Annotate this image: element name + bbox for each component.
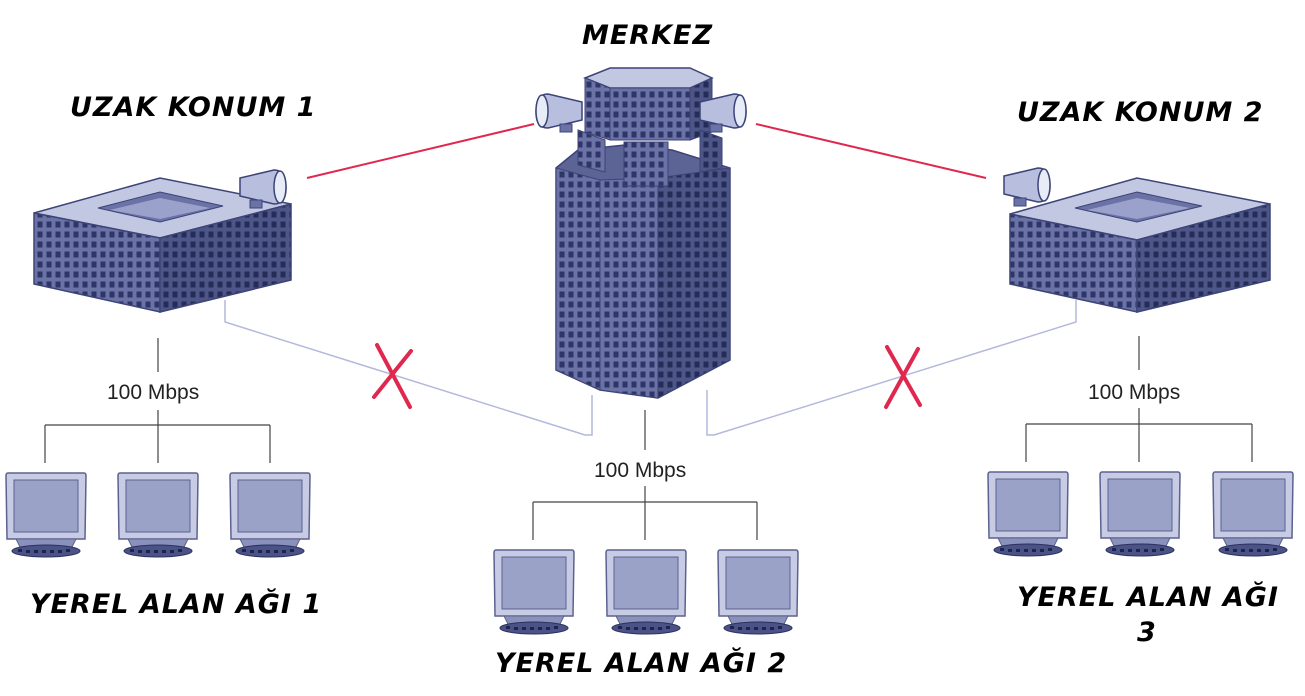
lan-3-computer-1	[987, 471, 1069, 557]
lan-2-computer-3	[717, 549, 799, 635]
lan-2-cabling	[532, 410, 758, 540]
lan-1-computer-3	[229, 472, 311, 558]
headquarters-tower	[555, 67, 731, 399]
antenna-remote-2	[1003, 167, 1051, 207]
speed-lan-1: 100 Mbps	[107, 381, 200, 404]
label-center: MERKEZ	[582, 20, 714, 51]
broken-link-mark-1	[372, 343, 413, 409]
wireless-link-1	[306, 123, 535, 179]
lan-1-computer-2	[117, 472, 199, 558]
label-lan-1: YEREL ALAN AĞI 1	[30, 589, 323, 620]
speed-lan-2: 100 Mbps	[594, 459, 687, 482]
lan-3-computer-2	[1099, 471, 1181, 557]
wired-link-1	[224, 300, 593, 436]
lan-1-cabling	[44, 338, 271, 463]
remote-building-1	[33, 177, 292, 313]
label-lan-3-line-2: 3	[1137, 617, 1157, 648]
lan-2-computer-1	[493, 549, 575, 635]
label-remote-1: UZAK KONUM 1	[70, 92, 317, 123]
wired-link-2	[706, 300, 1077, 436]
broken-link-mark-2	[884, 345, 922, 409]
lan-3-computer-3	[1212, 471, 1294, 557]
label-lan-2: YEREL ALAN AĞI 2	[495, 648, 788, 679]
antenna-hq-left	[535, 93, 583, 133]
speed-lan-3: 100 Mbps	[1088, 381, 1181, 404]
label-remote-2: UZAK KONUM 2	[1017, 97, 1264, 128]
remote-building-2	[1009, 177, 1271, 313]
lan-3-cabling	[1025, 336, 1253, 462]
lan-2-computer-2	[605, 549, 687, 635]
wireless-link-2	[755, 123, 987, 179]
label-lan-3-line-1: YEREL ALAN AĞI	[1017, 582, 1279, 613]
lan-1-computer-1	[5, 472, 87, 558]
